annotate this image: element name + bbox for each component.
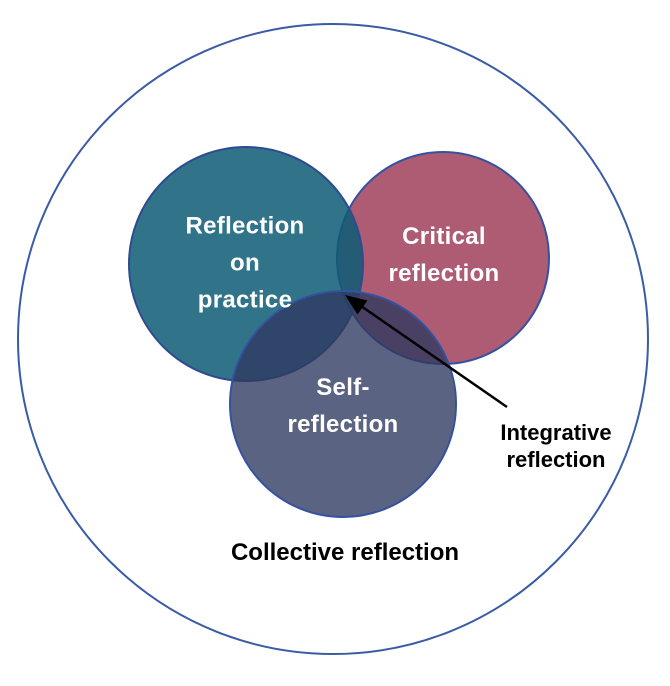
- integrative-reflection-arrow: [345, 295, 508, 409]
- self-reflection-circle: [229, 290, 457, 518]
- arrow-line: [360, 304, 508, 409]
- arrowhead-icon: [345, 295, 368, 315]
- collective-reflection-circle: [17, 23, 649, 655]
